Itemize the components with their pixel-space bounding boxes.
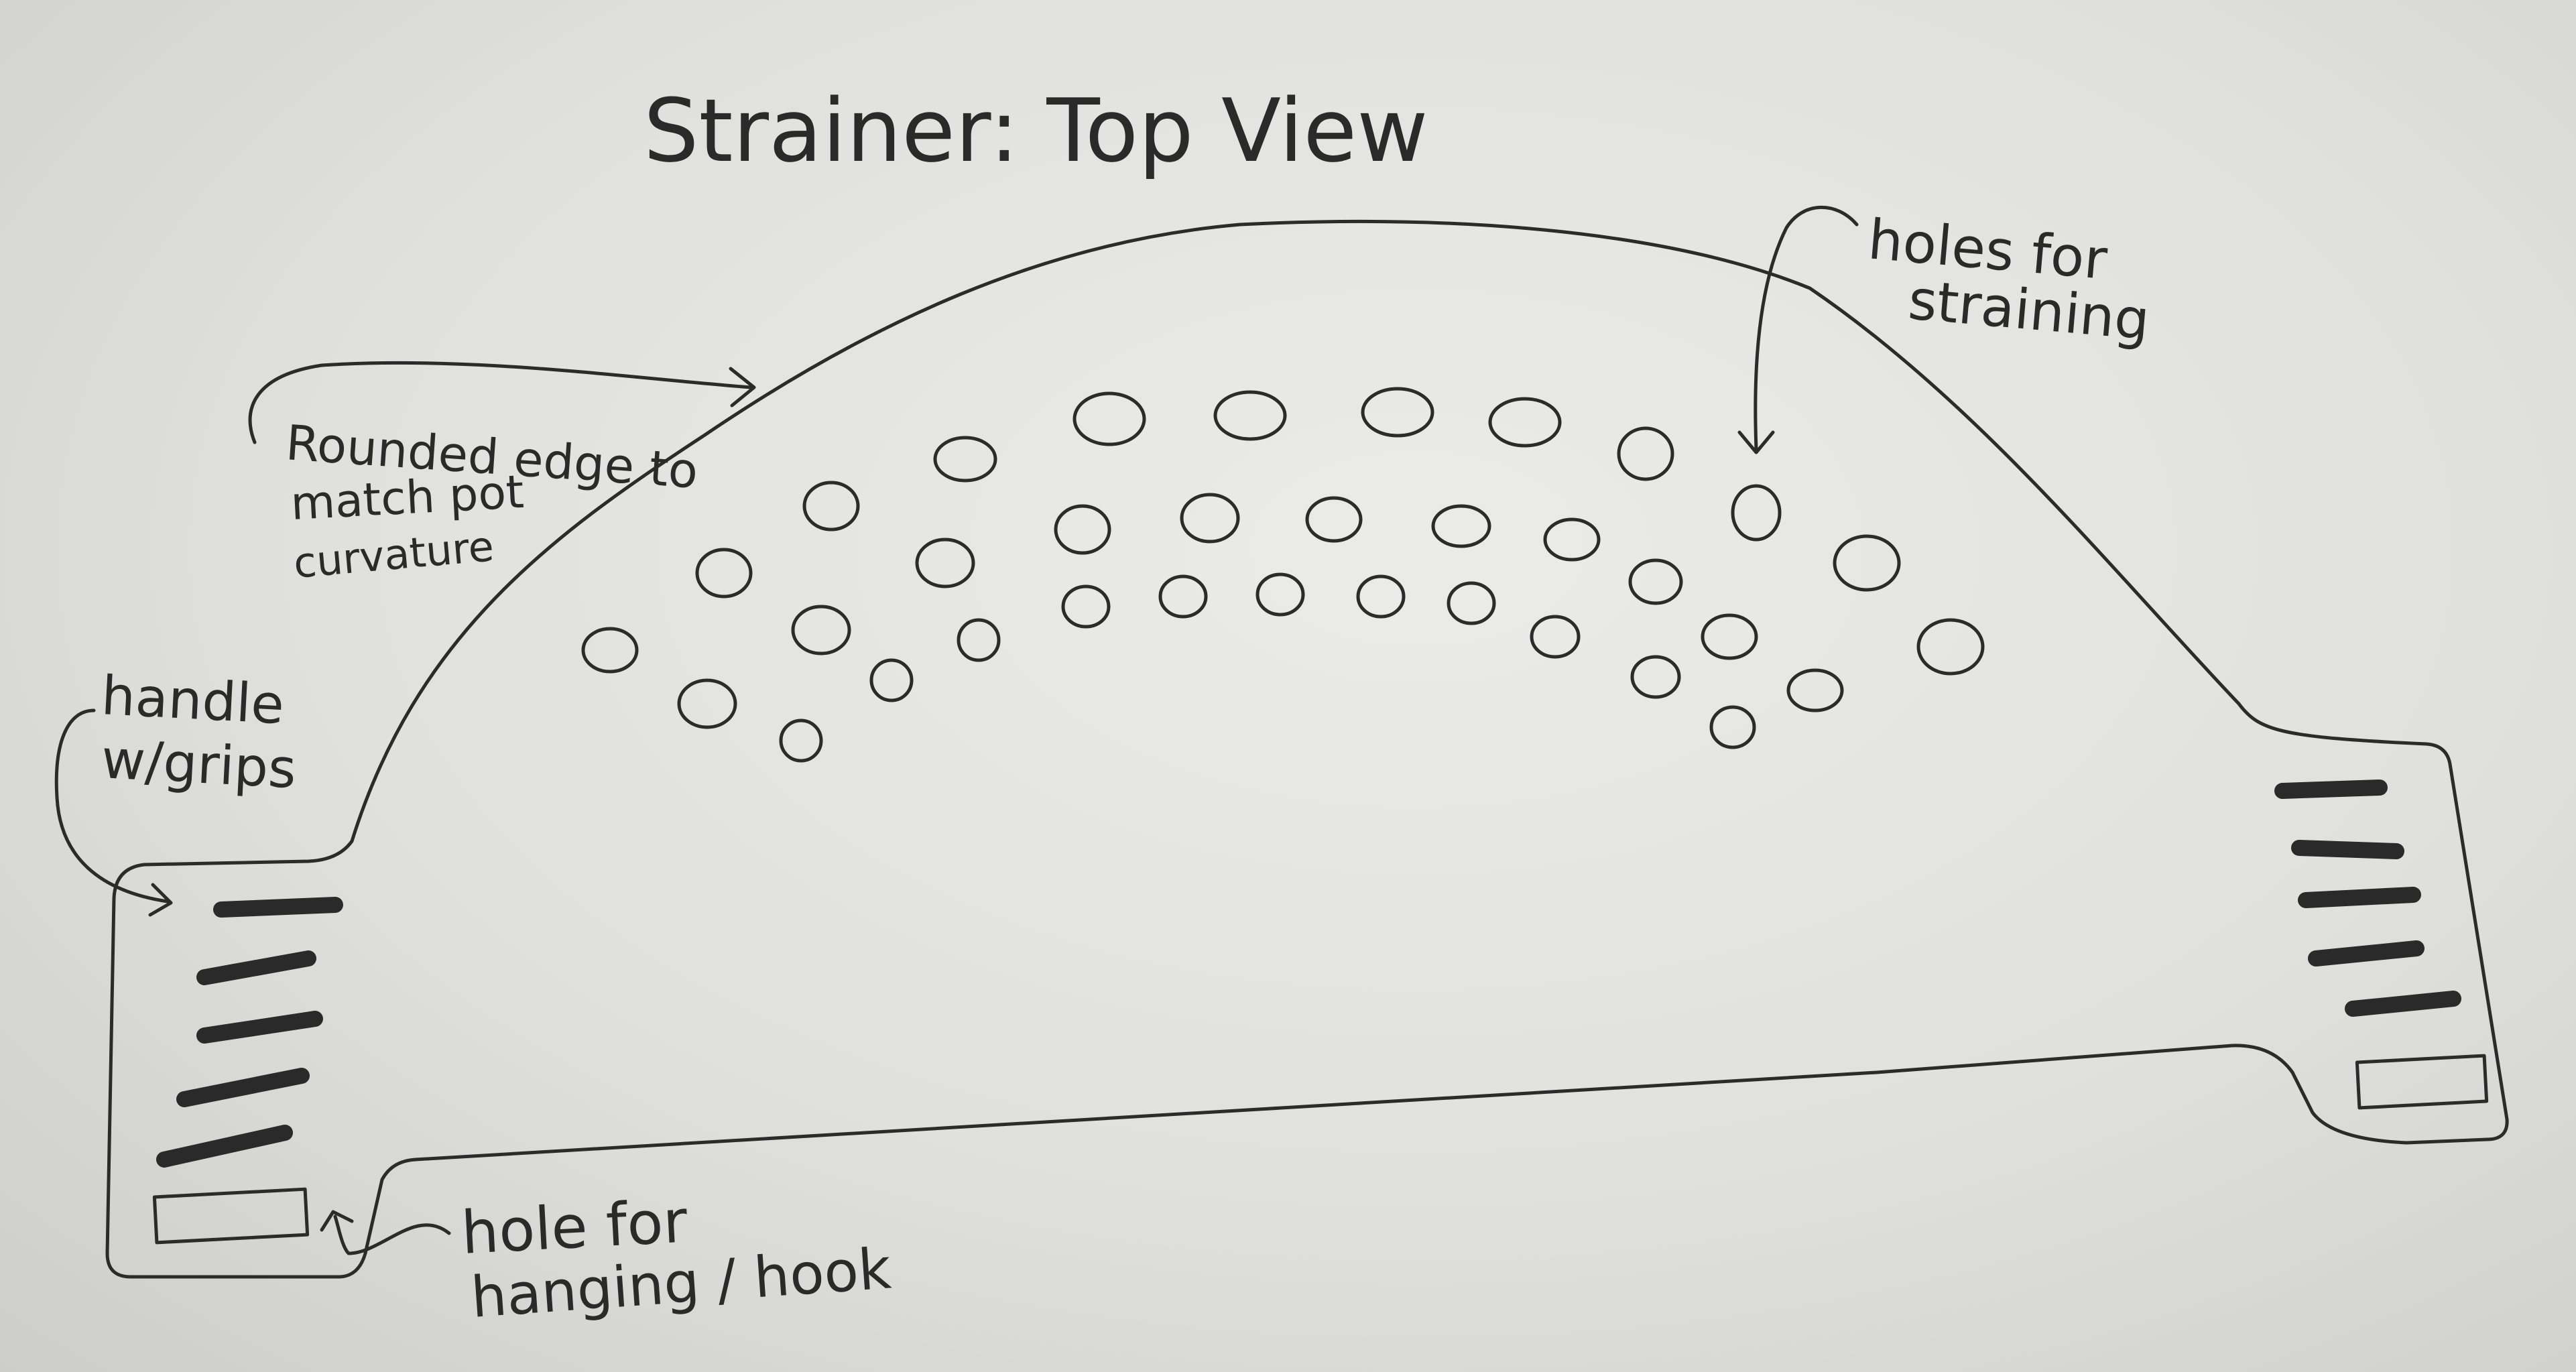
handle-label-line1: handle xyxy=(100,664,286,736)
right-grip xyxy=(2298,887,2421,908)
holes-arrowhead xyxy=(1737,430,1775,454)
straining-hole xyxy=(1072,391,1146,446)
rounded-edge-arrow xyxy=(248,361,753,444)
left-grip xyxy=(156,1125,293,1168)
left-hook-hole xyxy=(152,1187,310,1245)
right-grip xyxy=(2291,840,2404,859)
strainer-outline xyxy=(105,219,2509,1279)
holes-arrow xyxy=(1754,205,1859,451)
straining-hole xyxy=(1356,574,1406,619)
handle-arrow xyxy=(54,708,170,903)
hook-arrowhead xyxy=(320,1210,354,1232)
straining-hole xyxy=(933,436,997,483)
diagram-title: Strainer: Top View xyxy=(643,80,1428,182)
straining-hole xyxy=(1786,668,1844,712)
straining-hole xyxy=(869,658,914,702)
straining-hole xyxy=(1731,484,1782,542)
straining-hole xyxy=(581,627,639,674)
straining-hole xyxy=(1305,496,1363,543)
holes-label-line2: straining xyxy=(1906,268,2152,353)
straining-hole xyxy=(1061,584,1111,629)
straining-hole xyxy=(1255,572,1305,617)
straining-hole xyxy=(1630,655,1681,699)
straining-hole xyxy=(677,678,737,729)
straining-hole xyxy=(791,605,851,656)
straining-hole xyxy=(1431,504,1491,548)
straining-holes xyxy=(581,387,1985,763)
handle-label-line2: w/grips xyxy=(100,728,298,800)
straining-hole xyxy=(1361,387,1434,438)
straining-hole xyxy=(1530,615,1581,659)
straining-hole xyxy=(1488,397,1562,448)
straining-hole xyxy=(1447,581,1496,625)
straining-hole xyxy=(1628,558,1683,605)
straining-hole xyxy=(1709,705,1756,749)
straining-hole xyxy=(1701,613,1758,660)
right-hook-hole xyxy=(2355,1054,2489,1110)
left-grip xyxy=(196,950,316,985)
straining-hole xyxy=(1543,517,1601,562)
straining-hole xyxy=(915,538,975,588)
straining-hole xyxy=(779,719,823,763)
straining-hole xyxy=(1617,426,1674,481)
hook-label-line1: hole for xyxy=(460,1186,690,1267)
left-grip xyxy=(176,1068,310,1107)
straining-hole xyxy=(1158,574,1208,619)
straining-hole xyxy=(1213,390,1287,441)
left-handle-grips xyxy=(156,897,343,1168)
straining-hole xyxy=(1833,534,1901,592)
hook-arrow xyxy=(333,1214,451,1255)
handle-arrowhead xyxy=(148,883,173,917)
right-grip xyxy=(2308,940,2425,966)
right-grip xyxy=(2274,779,2388,799)
straining-hole xyxy=(1054,504,1111,555)
straining-hole xyxy=(1180,493,1240,544)
straining-hole xyxy=(695,548,753,599)
left-grip xyxy=(213,897,343,918)
left-grip xyxy=(196,1011,323,1044)
rounded-edge-label-line2: match pot xyxy=(290,466,526,531)
right-grip xyxy=(2345,991,2461,1017)
straining-hole xyxy=(802,481,860,532)
straining-hole xyxy=(1916,618,1985,676)
rounded-edge-label-line3: curvature xyxy=(292,521,496,588)
rounded-edge-arrowhead xyxy=(729,367,756,408)
straining-hole xyxy=(957,618,1001,662)
right-handle-grips xyxy=(2274,779,2461,1017)
